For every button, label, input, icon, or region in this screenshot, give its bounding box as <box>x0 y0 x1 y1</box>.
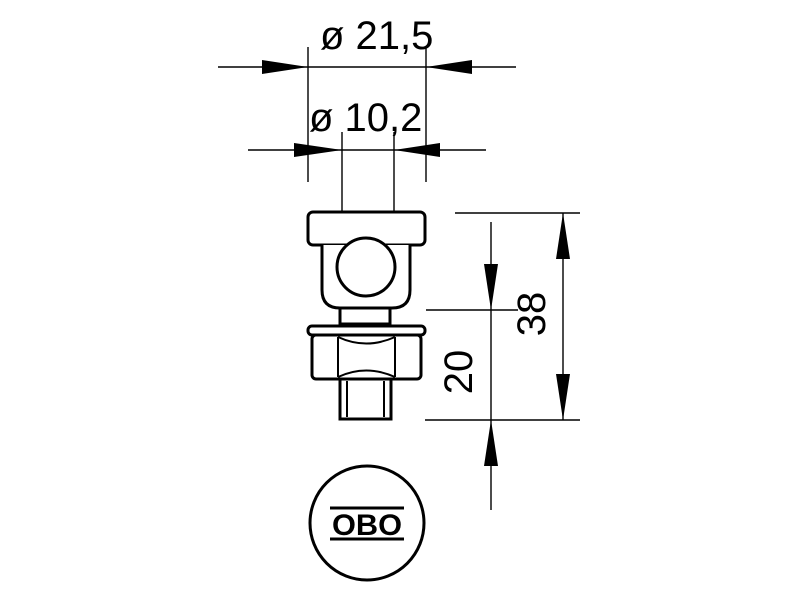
clamp-neck <box>338 306 392 326</box>
conductor-hole <box>335 236 397 298</box>
thread-height-arrow-bottom <box>484 420 498 466</box>
threaded-bolt <box>338 377 393 421</box>
thread-height-dimension: 20 <box>426 222 518 510</box>
outer-diameter-arrow-right <box>426 60 472 74</box>
inner-diameter-dimension: ø 10,2 <box>248 96 486 228</box>
hex-nut <box>310 333 423 381</box>
total-height-label: 38 <box>510 292 554 337</box>
inner-diameter-arrow-left <box>294 143 342 157</box>
outer-diameter-arrow-left <box>262 60 308 74</box>
total-height-arrow-bottom <box>556 374 570 420</box>
outer-diameter-label: ø 21,5 <box>320 14 433 58</box>
thread-height-arrow-top <box>484 264 498 310</box>
logo-circle <box>308 464 426 582</box>
hex-nut-chamfer-top <box>337 336 396 345</box>
clamp-part <box>306 210 427 421</box>
thread-height-label: 20 <box>437 350 481 395</box>
total-height-arrow-top <box>556 213 570 259</box>
outer-diameter-dimension: ø 21,5 <box>218 14 516 182</box>
hex-nut-chamfer-bottom <box>337 369 396 378</box>
inner-diameter-label: ø 10,2 <box>309 96 422 140</box>
obo-logo: OBO <box>308 464 426 582</box>
total-height-dimension: 38 <box>425 212 580 421</box>
logo-text: OBO <box>332 509 402 542</box>
inner-diameter-arrow-right <box>394 143 440 157</box>
